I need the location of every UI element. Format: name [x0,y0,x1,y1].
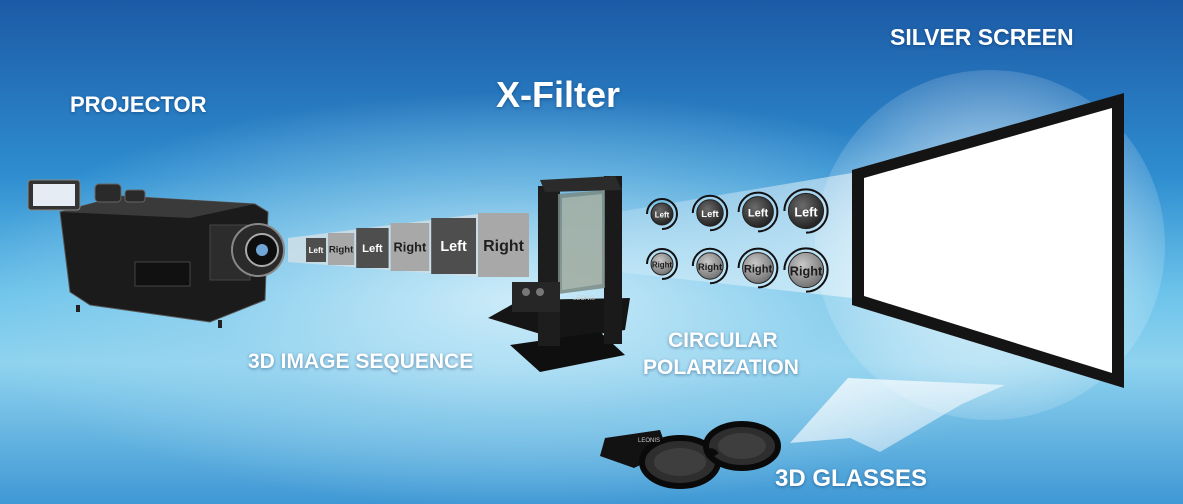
sequence-frame-label: Left [362,243,383,255]
left-polarization-disc: Left [646,198,678,230]
polarization-disc [787,251,825,289]
polarization-disc-label: Left [794,205,818,219]
polarization-disc [742,196,774,228]
polarization-disc [787,192,825,230]
projector-icon [27,179,285,328]
left-polarization-disc: Left [691,194,729,232]
polarization-disc-label: Right [790,264,823,278]
polarization-disc-label: Right [652,260,673,269]
circular-polarization-label-line2: POLARIZATION [643,356,799,379]
rotation-arrow [691,194,729,232]
sequence-frame-label: Left [440,239,467,255]
rotation-arrow [691,247,729,285]
sequence-frame-label: Right [329,245,354,256]
image-sequence-label: 3D IMAGE SEQUENCE [248,350,474,373]
rotation-arrow [646,248,678,280]
glasses-brand: LEONIS [638,438,660,444]
rotation-arrow [783,188,829,234]
silver-screen-label: SILVER SCREEN [890,24,1074,50]
projector-label: PROJECTOR [70,92,207,117]
sequence-frames: Left Right Left Right Left Right [306,213,529,277]
sequence-frame [306,238,326,262]
polarization-disc [696,252,724,280]
rotation-arrow [737,191,779,233]
silver-screen [852,93,1124,388]
polarization-disc [742,252,774,284]
rotation-arrow [646,198,678,230]
sequence-frame [356,228,389,268]
circular-polarization-label-line1: CIRCULAR [668,329,778,352]
polarization-disc-label: Left [701,209,719,220]
sequence-frame-label: Right [483,238,525,255]
right-polarization-disc: Right [691,247,729,285]
rotation-arrow [783,247,829,293]
right-polarization-disc: Right [737,247,779,289]
sequence-frame [431,218,476,274]
sequence-frame-label: Right [394,240,427,255]
right-polarization-disc: Right [646,248,678,280]
polarization-disc [650,202,674,226]
sequence-frame [328,233,355,265]
right-polarization-disc: Right [783,247,829,293]
glasses-label: 3D GLASSES [775,465,928,492]
xfilter-device [488,176,630,372]
3d-glasses-icon [600,421,781,489]
xfilter-brand: LEONIS [573,296,595,302]
polarization-disc [696,199,724,227]
left-polarization-disc: Left [737,191,779,233]
sequence-frame [478,213,529,277]
sequence-frame-label: Left [309,246,324,255]
left-polarization-disc: Left [783,188,829,234]
reflection-arrow [790,378,1005,452]
sequence-frame [390,223,430,271]
rotation-arrow [737,247,779,289]
xfilter-title: X-Filter [496,74,621,115]
polarization-disc-label: Left [748,208,769,220]
polarization-disc-label: Right [698,262,723,273]
polarization-disc [650,252,674,276]
polarization-disc-label: Right [744,264,773,276]
polarization-disc-label: Left [655,210,670,219]
